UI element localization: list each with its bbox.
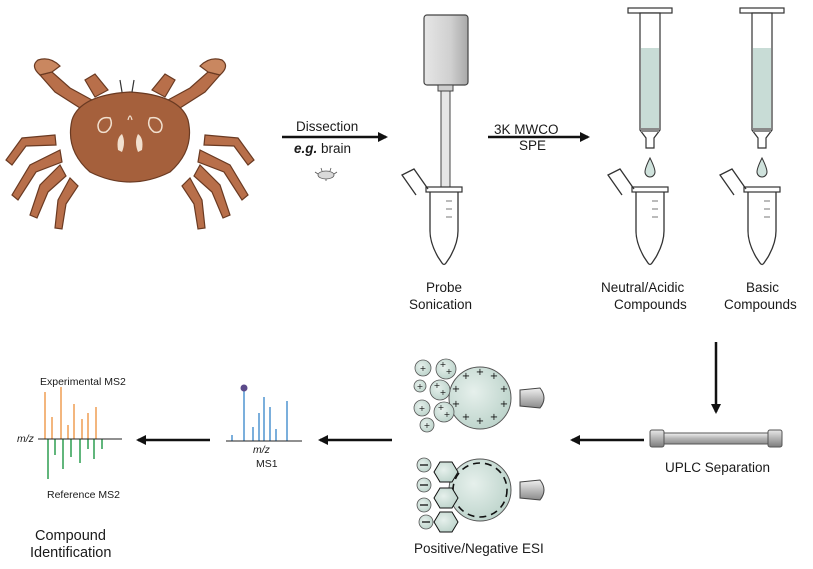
compound-identification-label-1: Compound bbox=[35, 528, 106, 544]
brain-icon bbox=[314, 167, 338, 181]
basic-label-2: Compounds bbox=[724, 297, 797, 312]
svg-text:+: + bbox=[452, 384, 460, 395]
svg-text:+: + bbox=[490, 412, 498, 423]
esi-label: Positive/Negative ESI bbox=[414, 541, 544, 556]
basic-tube-icon bbox=[719, 168, 781, 266]
svg-text:+: + bbox=[452, 399, 460, 410]
svg-text:+: + bbox=[420, 364, 427, 373]
mz-axis-label: m/z bbox=[17, 433, 34, 445]
crab-illustration bbox=[5, 58, 255, 230]
svg-text:+: + bbox=[490, 371, 498, 382]
microcentrifuge-tube-icon bbox=[401, 168, 463, 266]
filtration-label-2: SPE bbox=[519, 138, 547, 153]
positive-esi-droplets-icon: +++ +++ +++ + +++ +++ +++ + bbox=[413, 358, 545, 433]
svg-text:+: + bbox=[476, 367, 484, 378]
ms1-spectrum-icon bbox=[226, 384, 302, 442]
svg-text:+: + bbox=[424, 421, 431, 430]
probe-sonication-label-1: Probe bbox=[426, 280, 463, 295]
svg-text:+: + bbox=[446, 367, 453, 376]
mirror-ms2-spectrum-icon bbox=[38, 387, 122, 479]
experimental-ms2-label: Experimental MS2 bbox=[40, 376, 126, 388]
svg-text:+: + bbox=[440, 360, 447, 369]
svg-text:+: + bbox=[500, 384, 508, 395]
probe-sonication-label-2: Sonication bbox=[409, 297, 473, 312]
ms1-axis-label: m/z bbox=[253, 444, 270, 456]
svg-text:+: + bbox=[434, 381, 441, 390]
dissection-example: e.g. brain bbox=[294, 140, 351, 157]
negative-esi-droplets-icon bbox=[416, 457, 545, 533]
dissection-example-prefix: e.g. bbox=[294, 141, 318, 156]
ms1-label: MS1 bbox=[256, 458, 278, 470]
compound-identification-label-2: Identification bbox=[30, 545, 112, 561]
svg-text:+: + bbox=[476, 416, 484, 427]
svg-text:+: + bbox=[444, 410, 451, 419]
neutral-acidic-label-2: Compounds bbox=[614, 297, 687, 312]
dissection-example-tissue: brain bbox=[321, 141, 352, 156]
svg-text:+: + bbox=[500, 399, 508, 410]
uplc-separation-label: UPLC Separation bbox=[665, 460, 771, 475]
neutral-acidic-label-1: Neutral/Acidic bbox=[601, 280, 685, 295]
svg-text:+: + bbox=[462, 371, 470, 382]
filtration-label-1: 3K MWCO bbox=[494, 122, 559, 137]
neutral-tube-icon bbox=[607, 168, 669, 266]
dissection-label: Dissection bbox=[296, 119, 359, 134]
svg-text:+: + bbox=[417, 382, 424, 391]
spe-column-icon bbox=[627, 7, 785, 178]
uplc-column-icon bbox=[649, 429, 783, 448]
basic-label-1: Basic bbox=[746, 280, 780, 295]
svg-text:+: + bbox=[440, 388, 447, 397]
reference-ms2-label: Reference MS2 bbox=[47, 489, 120, 501]
svg-text:+: + bbox=[419, 404, 426, 413]
probe-sonicator-icon bbox=[423, 14, 469, 244]
precursor-ion-marker bbox=[240, 384, 248, 392]
svg-text:+: + bbox=[438, 403, 445, 412]
svg-text:+: + bbox=[462, 412, 470, 423]
